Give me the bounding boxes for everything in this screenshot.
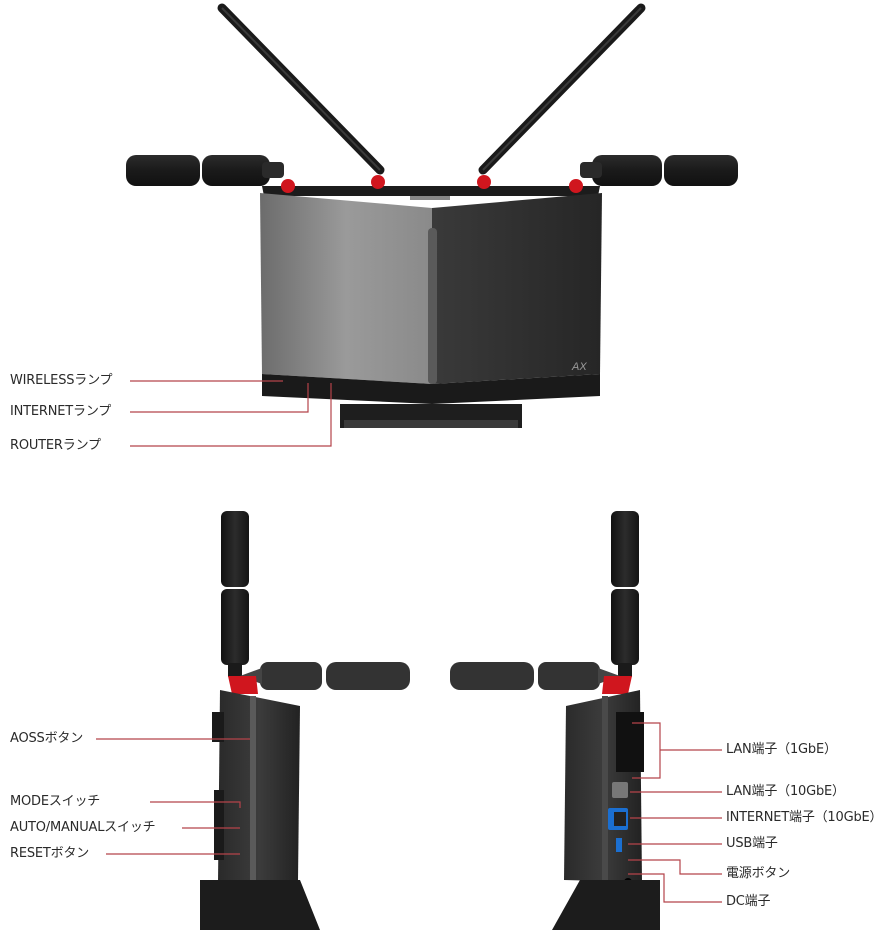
antenna-diagonal-left	[217, 3, 385, 175]
right-leader-lines	[628, 722, 722, 903]
antenna-hinge	[281, 175, 583, 193]
lan-10gbe-port	[612, 782, 628, 798]
right-side-view	[450, 511, 660, 930]
antenna-horizontal-left	[126, 155, 284, 186]
label-internet-lamp: INTERNETランプ	[10, 404, 112, 419]
usb-port	[616, 838, 622, 852]
label-wireless-lamp: WIRELESSランプ	[10, 373, 113, 388]
front-view: AX	[126, 3, 738, 428]
label-auto-manual-switch: AUTO/MANUALスイッチ	[10, 820, 156, 835]
front-leader-lines	[130, 380, 332, 447]
left-side-view	[200, 511, 410, 930]
antenna-horizontal-right	[580, 155, 738, 186]
label-aoss-button: AOSSボタン	[10, 731, 84, 746]
left-leader-lines	[96, 738, 250, 855]
label-lan-1gbe: LAN端子（1GbE）	[726, 742, 837, 757]
label-lan-10gbe: LAN端子（10GbE）	[726, 784, 845, 799]
ax-badge: AX	[571, 361, 587, 373]
label-dc-port: DC端子	[726, 894, 771, 909]
label-mode-switch: MODEスイッチ	[10, 794, 101, 809]
label-usb-port: USB端子	[726, 836, 778, 851]
label-router-lamp: ROUTERランプ	[10, 438, 101, 453]
antenna-diagonal-right	[478, 3, 646, 175]
label-reset-button: RESETボタン	[10, 846, 90, 861]
label-internet-10gbe: INTERNET端子（10GbE）	[726, 810, 883, 825]
label-power-button: 電源ボタン	[726, 866, 791, 881]
